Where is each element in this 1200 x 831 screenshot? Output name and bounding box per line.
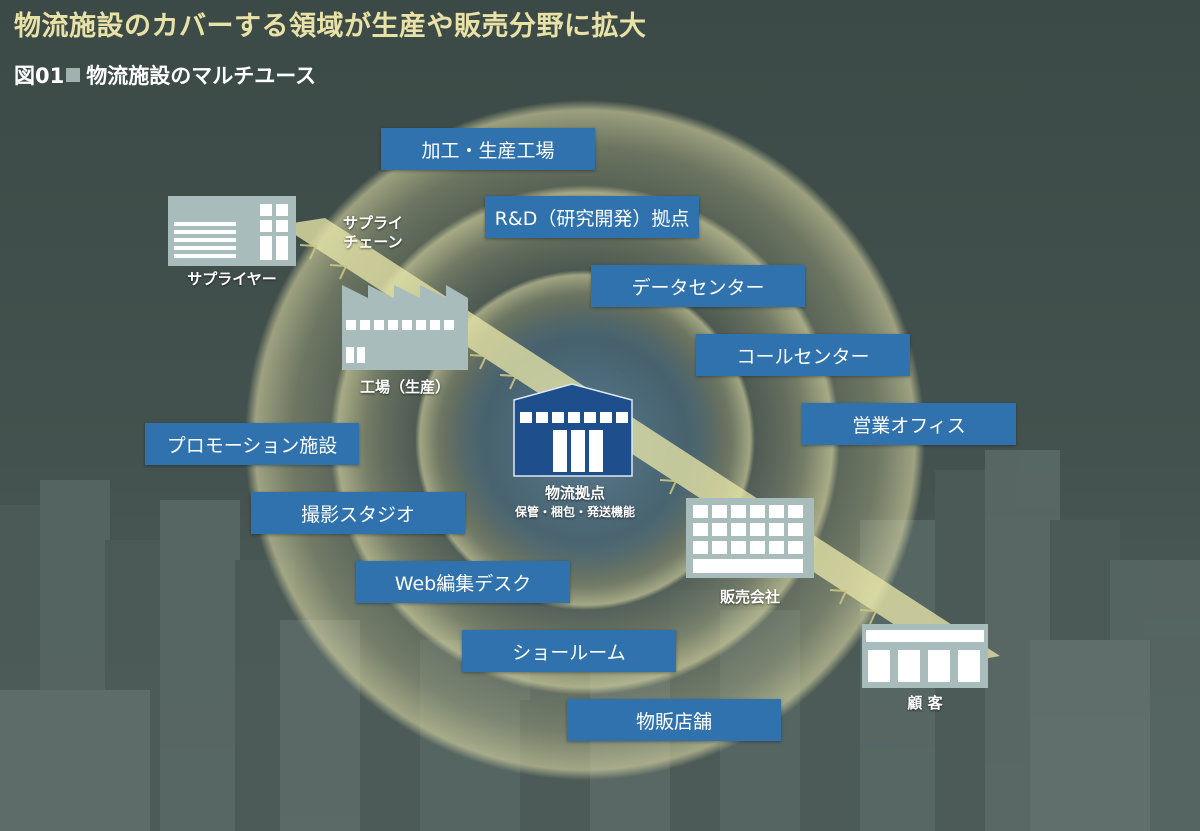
- supply-chain-label-line2: チェーン: [343, 233, 403, 251]
- square-bullet-icon: [66, 68, 81, 82]
- use-box-rnd-center: R&D（研究開発）拠点: [485, 196, 699, 238]
- use-box-web-editing-desk: Web編集デスク: [356, 561, 570, 603]
- supplier-icon: [168, 196, 296, 266]
- chain-arrows: [299, 244, 878, 625]
- sales-company-label: 販売会社: [719, 588, 780, 606]
- use-box-call-center: コールセンター: [696, 334, 910, 376]
- use-box-sales-office: 営業オフィス: [802, 403, 1016, 445]
- factory-icon: [342, 285, 468, 370]
- factory-label: 工場（生産）: [359, 378, 450, 396]
- customer-store-icon: [862, 624, 988, 688]
- use-box-retail-store: 物販店舗: [567, 699, 781, 741]
- supply-chain-label-line1: サプライ: [342, 214, 403, 232]
- hub-title: 物流拠点: [544, 484, 605, 502]
- page-title: 物流施設のカバーする領域が生産や販売分野に拡大: [14, 11, 647, 42]
- use-box-showroom: ショールーム: [462, 630, 676, 672]
- hub-label: 物流拠点 保管・梱包・発送機能: [490, 484, 660, 522]
- figure-subtitle: 図01 物流施設のマルチユース: [14, 60, 316, 90]
- city-skyline: [0, 450, 1200, 831]
- hub-functions: 保管・梱包・発送機能: [514, 505, 635, 519]
- supply-chain-label: サプライ チェーン: [328, 214, 418, 252]
- use-box-data-center: データセンター: [591, 265, 805, 307]
- hub-warehouse-icon: [513, 383, 633, 477]
- use-box-promotion-facility: プロモーション施設: [145, 423, 359, 465]
- supplier-label: サプライヤー: [187, 270, 277, 288]
- figure-caption: 物流施設のマルチユース: [86, 64, 317, 88]
- figure-number: 図01: [14, 64, 65, 88]
- customer-label: 顧 客: [907, 694, 943, 712]
- use-box-processing-factory: 加工・生産工場: [381, 128, 595, 170]
- sales-company-icon: [686, 498, 814, 578]
- use-box-photo-studio: 撮影スタジオ: [251, 492, 465, 534]
